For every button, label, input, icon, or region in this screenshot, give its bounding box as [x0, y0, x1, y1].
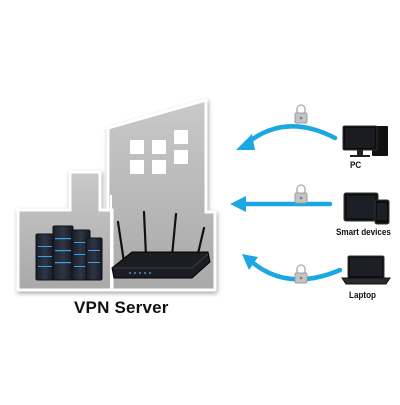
connection-arrows	[230, 124, 343, 282]
lock-icon	[294, 184, 308, 204]
smart-devices-label: Smart devices	[336, 227, 391, 237]
server-rack-icon	[35, 225, 103, 281]
building-windows	[130, 130, 188, 174]
lock-icon	[294, 264, 308, 284]
router-icon	[111, 210, 211, 279]
arrow-laptop	[242, 254, 343, 282]
lock-icon	[294, 104, 308, 124]
tablet-phone-icon	[343, 192, 390, 225]
arrow-pc	[236, 124, 338, 150]
vpn-server-label: VPN Server	[74, 298, 169, 317]
arrow-smart-devices	[230, 196, 333, 212]
desktop-pc-icon	[342, 125, 388, 157]
laptop-label: Laptop	[349, 290, 376, 300]
laptop-icon	[341, 255, 391, 285]
pc-label: PC	[350, 160, 362, 170]
